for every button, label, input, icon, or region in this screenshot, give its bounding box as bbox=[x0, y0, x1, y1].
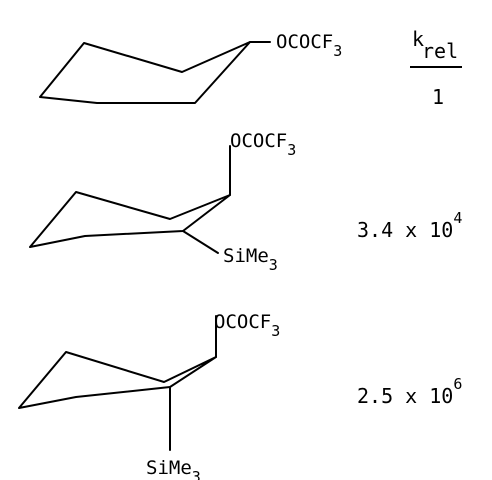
k-rel-subscript: rel bbox=[422, 39, 458, 63]
compound-1: OCOCF3 1 bbox=[39, 31, 444, 109]
compound-3: OCOCF3 SiMe3 2.5 x 106 bbox=[18, 311, 462, 480]
k-rel-header: k rel bbox=[410, 27, 462, 68]
substituent-silyl: SiMe3 bbox=[146, 457, 201, 480]
cyclohexane-ring bbox=[29, 191, 231, 248]
substituent-ester: OCOCF3 bbox=[276, 31, 342, 60]
substituent-ester: OCOCF3 bbox=[214, 311, 280, 340]
cyclohexane-ring bbox=[39, 41, 251, 104]
k-rel-value-3: 2.5 x 106 bbox=[357, 375, 462, 408]
silyl-bond bbox=[182, 230, 219, 254]
substituent-ester: OCOCF3 bbox=[230, 130, 296, 159]
k-rel-value-2: 3.4 x 104 bbox=[357, 209, 462, 242]
compound-2: OCOCF3 SiMe3 3.4 x 104 bbox=[29, 130, 462, 274]
substituent-silyl: SiMe3 bbox=[223, 245, 278, 274]
k-rel-value-1: 1 bbox=[432, 85, 444, 109]
cyclohexane-ring bbox=[18, 351, 217, 409]
k-rel-symbol: k bbox=[412, 27, 424, 51]
